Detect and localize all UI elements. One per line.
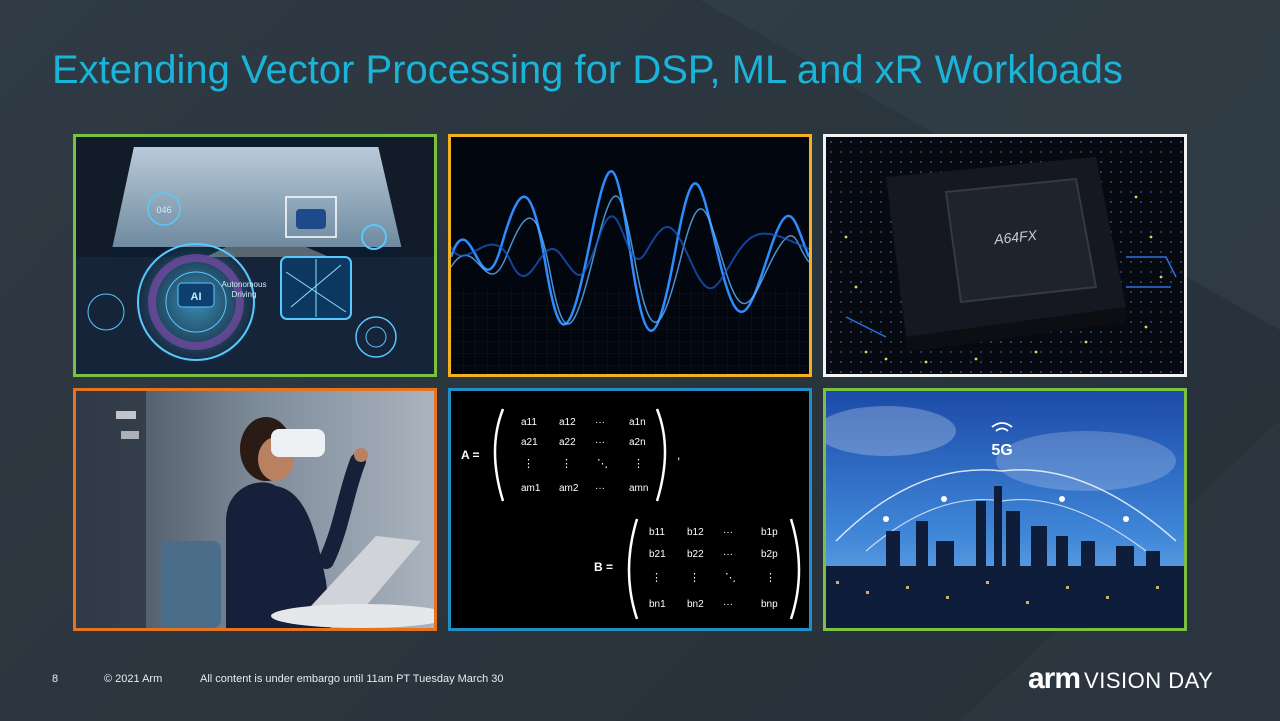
matrix-b-cell: ⋮ xyxy=(651,572,662,584)
matrix-b-label: B = xyxy=(594,560,613,574)
matrix-a-cell: amn xyxy=(629,483,648,494)
embargo-notice: All content is under embargo until 11am … xyxy=(200,673,504,685)
matrix-a-cell: a12 xyxy=(559,417,576,428)
copyright: © 2021 Arm xyxy=(104,673,163,685)
matrix-a-cell: ··· xyxy=(595,483,605,494)
matrix-b-cell: ⋮ xyxy=(689,572,700,584)
matrix-a-label: A = xyxy=(461,448,480,462)
matrix-b-cell: bnp xyxy=(761,599,778,610)
matrix-equation-image: A = , a11 a12 ··· a1n a21 a22 ··· a2n ⋮ … xyxy=(448,388,812,631)
driving-label: Driving xyxy=(232,290,257,299)
matrix-b-cell: ⋮ xyxy=(765,572,776,584)
matrix-a-cell: am2 xyxy=(559,483,579,494)
matrix-a-cell: a22 xyxy=(559,437,576,448)
matrix-a: a11 a12 ··· a1n a21 a22 ··· a2n ⋮ ⋮ ⋱ ⋮ … xyxy=(521,417,648,494)
chip-label: A64FX xyxy=(992,227,1038,248)
vr-headset-user-image xyxy=(73,388,437,631)
matrix-b-cell: ··· xyxy=(723,549,733,560)
matrix-b-cell: ··· xyxy=(723,527,733,538)
matrix-a-cell: ⋱ xyxy=(597,458,608,470)
matrix-a-cell: a1n xyxy=(629,417,646,428)
matrix-a-comma: , xyxy=(677,448,680,462)
5g-city-image: 5G xyxy=(823,388,1187,631)
matrix-a-cell: ⋮ xyxy=(523,458,534,470)
page-number: 8 xyxy=(52,673,59,685)
matrix-a-cell: ··· xyxy=(595,417,605,428)
matrix-b-cell: bn1 xyxy=(649,599,666,610)
matrix-b-cell: ··· xyxy=(723,599,733,610)
matrix-a-cell: a21 xyxy=(521,437,538,448)
matrix-b-cell: b2p xyxy=(761,549,778,560)
matrix-b-cell: b12 xyxy=(687,527,704,538)
matrix-b: b11 b12 ··· b1p b21 b22 ··· b2p ⋮ ⋮ ⋱ ⋮ … xyxy=(649,527,778,610)
matrix-b-cell: b11 xyxy=(649,527,665,538)
ai-badge-text: AI xyxy=(191,291,202,303)
matrix-a-cell: ⋮ xyxy=(633,458,644,470)
signal-waveform-image xyxy=(448,134,812,377)
slide-title: Extending Vector Processing for DSP, ML … xyxy=(52,48,1123,92)
matrix-a-cell: ··· xyxy=(595,437,605,448)
5g-label: 5G xyxy=(991,442,1012,459)
matrix-b-cell: b1p xyxy=(761,527,778,538)
matrix-a-cell: am1 xyxy=(521,483,541,494)
matrix-b-cell: b21 xyxy=(649,549,666,560)
vision-day-text: VISION DAY xyxy=(1084,668,1214,693)
autonomous-label: Autonomous xyxy=(222,280,267,289)
matrix-a-cell: a2n xyxy=(629,437,646,448)
matrix-b-cell: ⋱ xyxy=(725,572,736,584)
autonomous-driving-image: AI Autonomous Driving 046 xyxy=(73,134,437,377)
a64fx-chip-image: A64FX xyxy=(823,134,1187,377)
arm-logo-text: arm xyxy=(1028,662,1081,695)
matrix-b-cell: bn2 xyxy=(687,599,704,610)
speed-readout: 046 xyxy=(156,205,171,215)
matrix-a-cell: ⋮ xyxy=(561,458,572,470)
matrix-a-cell: a11 xyxy=(521,417,537,428)
matrix-b-cell: b22 xyxy=(687,549,704,560)
